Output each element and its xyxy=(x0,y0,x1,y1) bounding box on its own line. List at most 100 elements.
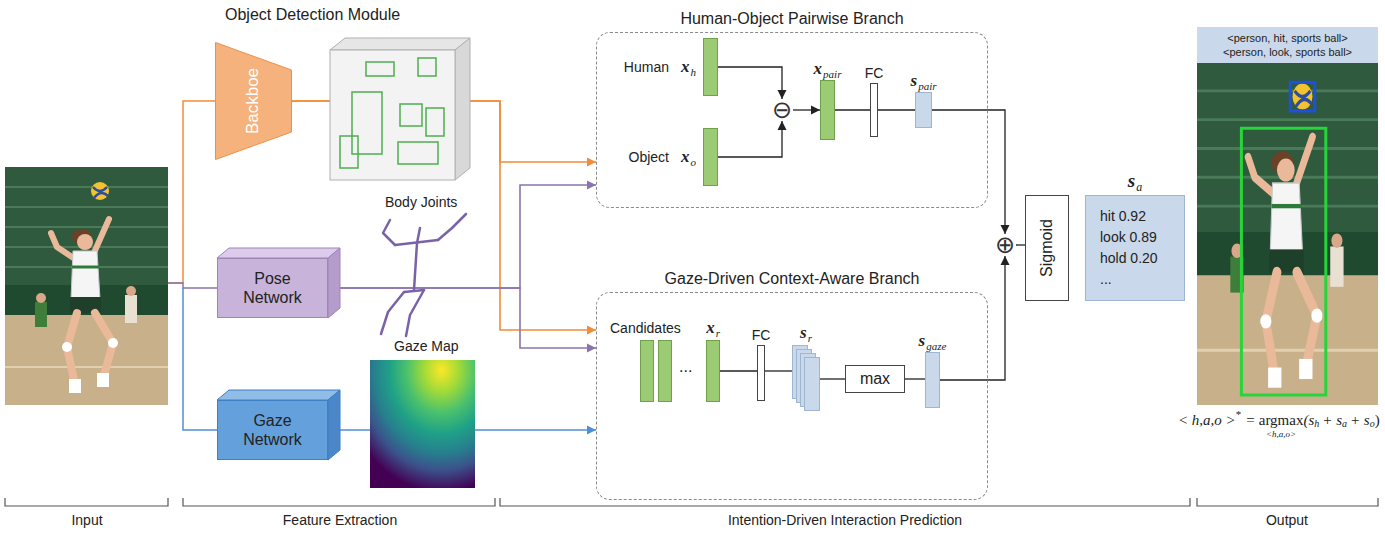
vector-label: xpair xyxy=(814,59,842,79)
action-score-box: sahit 0.92look 0.89hold 0.20... xyxy=(1085,195,1185,301)
arrowhead xyxy=(587,158,596,167)
connector-line xyxy=(940,256,1005,380)
human-box xyxy=(1241,128,1325,395)
feature-box-top xyxy=(330,38,470,50)
candidate-bar xyxy=(640,340,654,402)
vector-subscript: r xyxy=(808,332,812,344)
connector-line xyxy=(1016,244,1025,245)
score-rows: hit 0.92look 0.89hold 0.20... xyxy=(1100,206,1158,290)
connector-line xyxy=(932,110,1005,234)
vector-label: xo xyxy=(681,147,696,167)
connector xyxy=(720,371,757,372)
pose-box-top xyxy=(217,248,340,258)
connector-line xyxy=(878,109,915,110)
stage-label: Intention-Driven Interaction Prediction xyxy=(728,512,962,528)
arrowhead xyxy=(811,106,820,115)
formula-term: + s xyxy=(1322,412,1342,429)
vector-subscript: r xyxy=(716,327,720,339)
vector-subscript: a xyxy=(1136,180,1142,194)
detection-boxes xyxy=(340,58,444,168)
vector-caption: Humanxh xyxy=(624,57,696,77)
subtract-operator: ⊖ xyxy=(771,99,793,121)
connector xyxy=(718,67,787,99)
vector-symbol: x xyxy=(681,57,690,76)
input-wire xyxy=(168,283,217,288)
candidate-bar xyxy=(658,340,672,402)
input-photo xyxy=(5,167,168,405)
vector-label: xr xyxy=(706,318,720,338)
vector-symbol: s xyxy=(1128,170,1135,191)
bar-label: FC xyxy=(752,326,771,344)
score-row: look 0.89 xyxy=(1100,227,1158,248)
vector-label: sa xyxy=(1128,170,1142,192)
feature-vector: Objectxo xyxy=(703,128,718,186)
stage-label: Input xyxy=(71,512,102,528)
input-name: Human xyxy=(624,59,669,75)
detection-box xyxy=(352,92,382,154)
vector-symbol: s xyxy=(919,331,926,350)
detection-box xyxy=(400,104,422,126)
arrowhead xyxy=(778,121,787,130)
connector xyxy=(718,121,787,157)
module-title: Object Detection Module xyxy=(225,6,400,24)
input-wire xyxy=(183,288,217,430)
figure-caption: Gaze Map xyxy=(394,338,459,354)
figure-caption: Body Joints xyxy=(385,194,457,210)
connector-line xyxy=(835,109,870,110)
score-row: hit 0.92 xyxy=(1100,206,1158,227)
network-name: Pose Network xyxy=(243,270,302,306)
detection-box xyxy=(426,108,444,136)
connector-line xyxy=(328,288,596,348)
connector-line xyxy=(765,370,792,371)
vector-symbol: s xyxy=(800,323,807,342)
sum-operator: ⊕ xyxy=(994,234,1016,256)
vector-subscript: gaze xyxy=(926,340,946,352)
connector-line xyxy=(820,378,845,379)
vector-symbol: x xyxy=(706,318,715,337)
vector-label: xh xyxy=(681,57,696,77)
formula-subscript: <h,a,o> xyxy=(1266,429,1296,439)
network-box: Gaze Network xyxy=(217,400,328,460)
vector-label: sr xyxy=(800,323,812,343)
vector-symbol: x xyxy=(681,147,690,166)
feature-vector: xpair xyxy=(820,80,835,140)
score-vector: spair xyxy=(915,92,932,128)
formula-operator: argmax xyxy=(1259,412,1304,429)
formula-subscript: o xyxy=(1370,418,1375,429)
box-text: Pose Network xyxy=(231,269,315,307)
connector-line xyxy=(718,67,782,99)
arrowhead xyxy=(587,344,596,353)
connector-line xyxy=(328,185,596,288)
formula-term: (s xyxy=(1303,412,1314,429)
vector-subscript: h xyxy=(691,66,697,78)
score-stack: sr xyxy=(792,345,820,411)
bar-label: FC xyxy=(865,64,884,82)
arrowhead xyxy=(778,90,787,99)
network-name: Gaze Network xyxy=(243,412,302,448)
box-text: Sigmoid xyxy=(1038,219,1056,277)
skeleton-limb xyxy=(414,243,417,290)
arrowhead xyxy=(587,181,596,190)
feature-vector: Humanxh xyxy=(703,38,718,96)
input-wire xyxy=(168,101,215,283)
connector xyxy=(820,379,845,380)
gaze-box-side xyxy=(328,390,340,460)
formula-triplet: < h,a,o > xyxy=(1178,412,1236,429)
connector-line xyxy=(718,121,782,157)
pose-box-side xyxy=(328,248,340,318)
formula-star: * xyxy=(1236,408,1242,420)
connector xyxy=(328,288,596,353)
fc-layer: FC xyxy=(870,83,878,137)
formula-term: + s xyxy=(1350,412,1370,429)
caption-lines: <person, hit, sports ball><person, look,… xyxy=(1223,31,1352,59)
score-row: hold 0.20 xyxy=(1100,248,1158,269)
box-text: Gaze Network xyxy=(231,411,315,449)
detection-box xyxy=(366,62,394,76)
gaze-box-top xyxy=(217,390,340,400)
fc-layer: FC xyxy=(757,345,765,401)
candidates-label: Candidates xyxy=(610,320,681,336)
module-name: Backboe xyxy=(243,68,263,134)
skeleton-limb xyxy=(383,220,395,245)
connector xyxy=(1016,245,1025,246)
